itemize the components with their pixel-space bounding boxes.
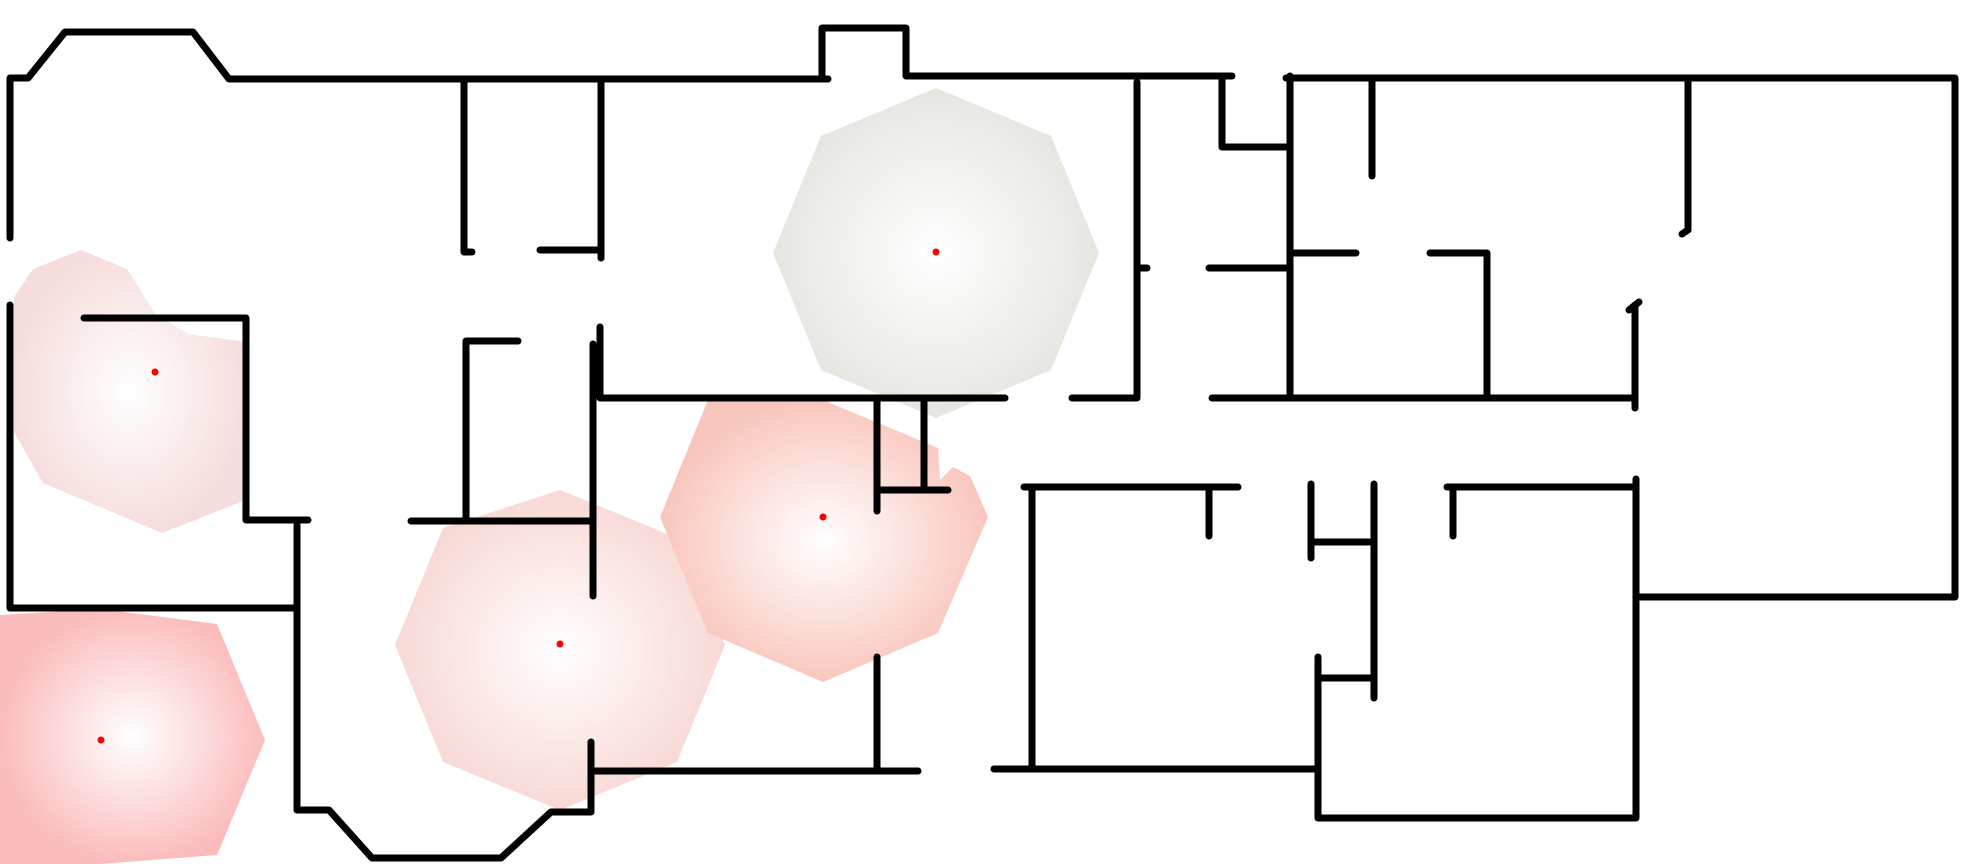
zone-center-marker (97, 736, 105, 744)
wall (80, 314, 312, 524)
wall (6, 301, 301, 612)
walls (6, 24, 1959, 862)
wall (1625, 298, 1643, 314)
wall (1068, 78, 1141, 402)
wall (1282, 74, 1959, 601)
coverage-zone-5 (0, 609, 265, 864)
wall (818, 24, 1236, 83)
zone-center-marker (932, 248, 940, 256)
wall (6, 28, 832, 242)
wall (1426, 249, 1491, 402)
wall (596, 323, 1009, 402)
zone-center-marker (819, 513, 827, 521)
wall (407, 337, 522, 525)
wall (460, 78, 476, 256)
wall (1314, 475, 1640, 822)
coverage-zone-4 (660, 400, 988, 682)
zone-centers (97, 248, 940, 744)
coverage-zones (0, 88, 1099, 864)
zone-center-marker (556, 640, 564, 648)
wall (293, 521, 595, 862)
wall (1678, 78, 1692, 238)
coverage-zone-3 (395, 490, 725, 810)
wall (1218, 75, 1294, 151)
zone-center-marker (151, 368, 159, 376)
coverage-zone-2 (14, 250, 246, 533)
